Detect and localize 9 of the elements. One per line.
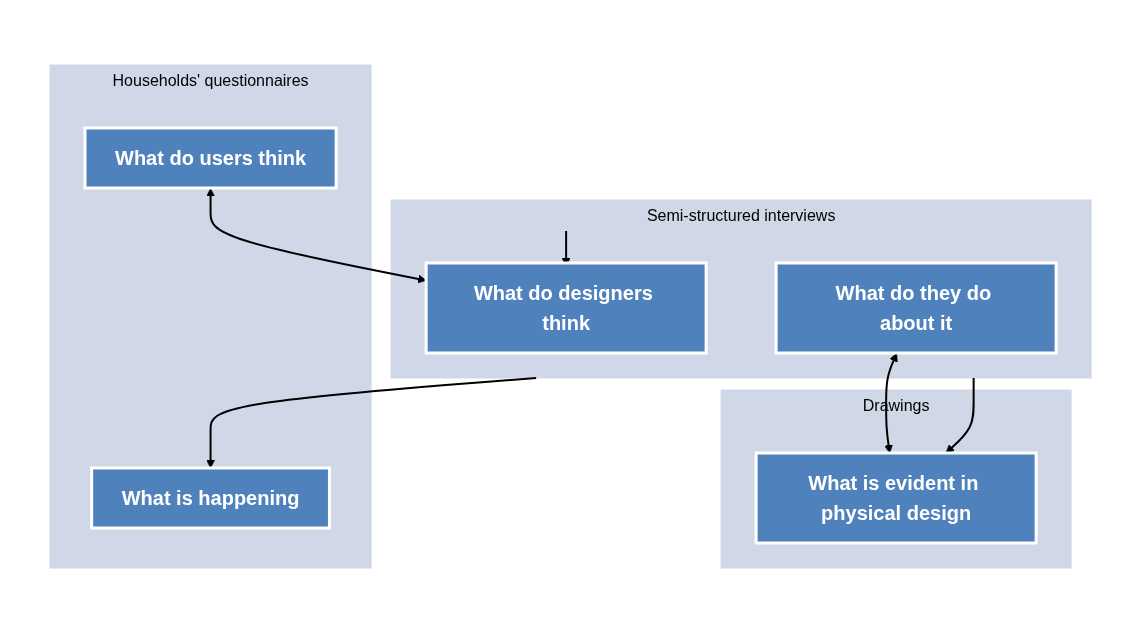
arrow bbox=[884, 352, 899, 453]
node-box: What do designers think bbox=[425, 261, 709, 354]
node-box: What do they do about it bbox=[775, 261, 1059, 354]
node-box: What do users think bbox=[83, 126, 339, 189]
arrow bbox=[206, 376, 538, 468]
node-box: What is evident in physical design bbox=[755, 451, 1039, 544]
arrow bbox=[946, 376, 976, 453]
arrow bbox=[206, 187, 427, 283]
node-box: What is happening bbox=[90, 466, 332, 529]
